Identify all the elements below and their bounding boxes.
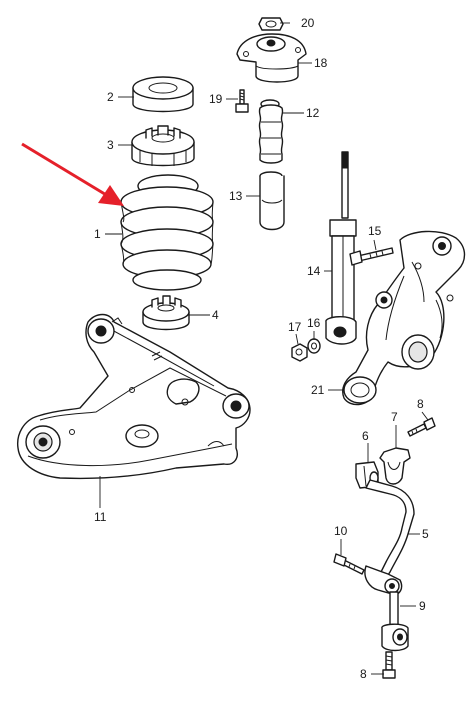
callout-15: 15 xyxy=(368,224,382,238)
callout-7: 7 xyxy=(391,410,398,424)
callout-12: 12 xyxy=(306,106,320,120)
bolt-part-10[interactable] xyxy=(333,553,365,575)
callout-10: 10 xyxy=(334,524,348,538)
callout-5: 5 xyxy=(422,527,429,541)
callout-6: 6 xyxy=(362,429,369,443)
strut-mount-part-18[interactable] xyxy=(236,33,307,83)
dust-boot-part-13[interactable] xyxy=(259,171,285,231)
shock-absorber-part-14[interactable] xyxy=(325,151,357,345)
callout-20: 20 xyxy=(301,16,315,30)
washer-part-16[interactable] xyxy=(307,338,321,354)
callout-11: 11 xyxy=(94,510,107,524)
lower-control-arm-part-11[interactable] xyxy=(17,313,251,480)
stabilizer-bar-part-5[interactable] xyxy=(364,479,415,595)
callout-14: 14 xyxy=(307,264,321,278)
spring-seat-part-3[interactable] xyxy=(131,125,195,167)
bolt-part-15[interactable] xyxy=(349,247,394,266)
top-nut-part-20[interactable] xyxy=(258,17,284,31)
callout-3: 3 xyxy=(107,138,114,152)
callout-19: 19 xyxy=(209,92,223,106)
bump-stop-part-12[interactable] xyxy=(258,99,284,164)
callout-16: 16 xyxy=(307,316,321,330)
callout-4: 4 xyxy=(212,308,219,322)
coupling-rod-part-9[interactable] xyxy=(381,591,409,652)
callout-13: 13 xyxy=(229,189,243,203)
leader-lines xyxy=(99,22,429,675)
callout-8-lower: 8 xyxy=(360,667,367,681)
stabilizer-clamp-part-7[interactable] xyxy=(379,447,411,485)
coil-spring-part-1[interactable] xyxy=(120,174,214,291)
nut-part-17[interactable] xyxy=(291,343,308,362)
callout-18: 18 xyxy=(314,56,328,70)
callout-21: 21 xyxy=(311,383,325,397)
lower-spring-seat-part-4[interactable] xyxy=(142,295,190,331)
bolt-part-8-lower[interactable] xyxy=(382,651,396,679)
callout-17: 17 xyxy=(288,320,302,334)
callout-9: 9 xyxy=(419,599,426,613)
highlight-arrow xyxy=(21,142,124,206)
callout-8-upper: 8 xyxy=(417,397,424,411)
callout-labels: 1 2 3 4 5 6 7 8 8 9 10 11 12 13 14 15 16… xyxy=(94,16,429,681)
bolt-part-19[interactable] xyxy=(235,89,249,113)
callout-1: 1 xyxy=(94,227,101,241)
bolt-part-8-upper[interactable] xyxy=(407,417,436,437)
spring-pad-part-2[interactable] xyxy=(132,76,194,113)
callout-2: 2 xyxy=(107,90,114,104)
wheel-carrier-part-21[interactable] xyxy=(342,230,466,406)
